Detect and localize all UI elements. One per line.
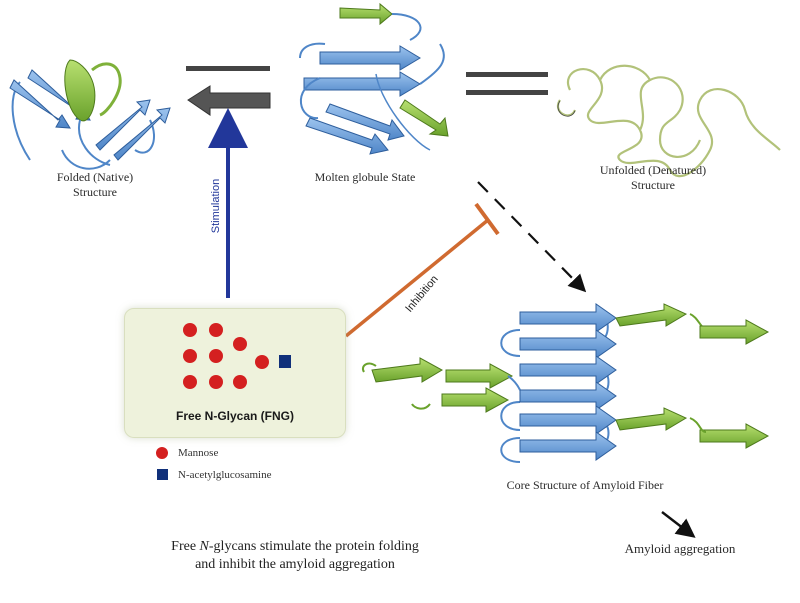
unfolded-label-line1: Unfolded (Denatured) (599, 163, 707, 177)
molten-globule-structure (299, 2, 449, 155)
mannose-dot (183, 375, 197, 389)
mannose-dot (209, 323, 223, 337)
unfolded-structure (557, 64, 781, 178)
caption-line1-pre: Free (171, 539, 200, 554)
caption-line1-post: -glycans stimulate the protein folding (208, 539, 419, 554)
aggregation-pathway-arrow (477, 181, 587, 293)
stimulation-label: Stimulation (210, 178, 222, 234)
amyloid-fiber (362, 303, 770, 463)
figure-caption: Free N-glycans stimulate the protein fol… (60, 538, 530, 574)
mannose-dot (255, 355, 269, 369)
free-n-glycan-panel: Free N-Glycan (FNG) (124, 308, 346, 438)
mannose-dot (209, 349, 223, 363)
legend-mannose-label: Mannose (178, 447, 219, 459)
amyloid-aggregation-label: Amyloid aggregation (624, 541, 736, 556)
folded-structure (9, 59, 171, 170)
mannose-dot (209, 375, 223, 389)
legend-nacetylglucosamine-label: N-acetylglucosamine (178, 469, 272, 481)
molten-label: Molten globule State (314, 170, 416, 184)
fng-title: Free N-Glycan (FNG) (175, 409, 295, 423)
amyloid-core-label: Core Structure of Amyloid Fiber (506, 478, 664, 492)
equilibrium-molten-unfolded (466, 72, 548, 95)
mannose-dot (233, 337, 247, 351)
mannose-dot (183, 349, 197, 363)
mannose-dot (233, 375, 247, 389)
nacetylglucosamine-legend-icon (157, 469, 168, 480)
caption-line2: and inhibit the amyloid aggregation (195, 557, 395, 572)
folded-label-line2: Structure (73, 185, 117, 199)
folded-label-line1: Folded (Native) (56, 170, 134, 184)
equilibrium-folded-molten (186, 66, 271, 116)
folded-label: Folded (Native) Structure (20, 170, 170, 200)
caption-line1: Free N-glycans stimulate the protein fol… (60, 538, 530, 556)
aggregation-output-arrow (661, 511, 696, 538)
caption-line1-italic: N (199, 539, 209, 554)
n-acetylglucosamine-square (279, 355, 291, 368)
inhibition-line (344, 202, 500, 338)
mannose-dot (183, 323, 197, 337)
unfolded-label-line2: Structure (631, 178, 675, 192)
mannose-legend-icon (156, 447, 168, 459)
unfolded-label: Unfolded (Denatured) Structure (568, 163, 738, 193)
